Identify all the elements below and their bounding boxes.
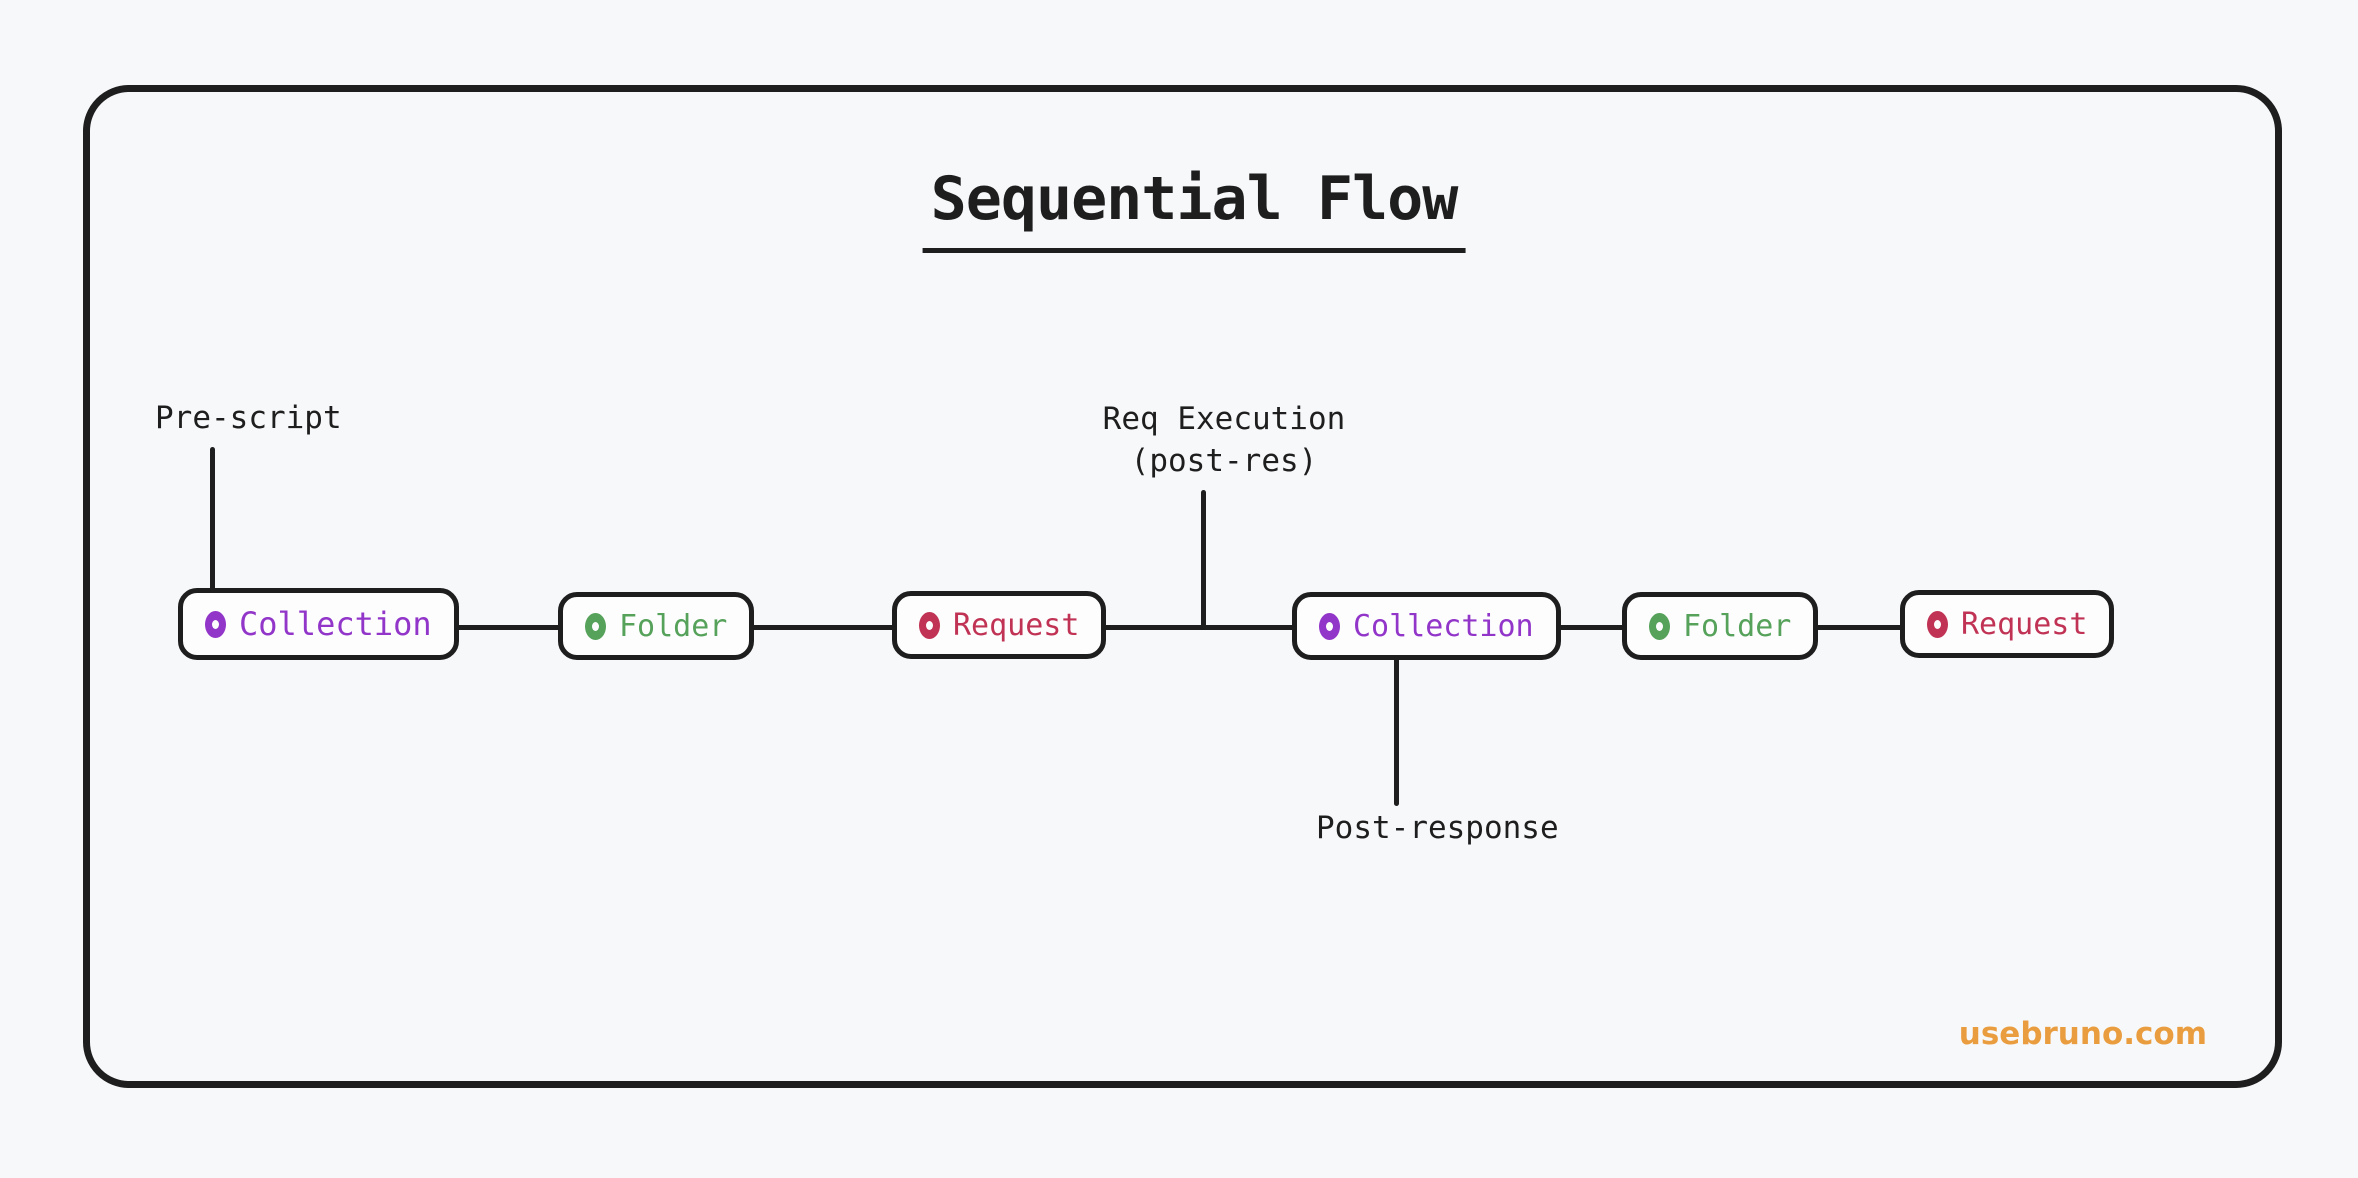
node-label: Folder [619,608,728,644]
post-response-connector-line [1394,650,1399,806]
node-label: Request [1961,606,2088,642]
donut-icon [585,612,606,640]
donut-icon-hole [1934,619,1941,629]
req-execution-label: Req Execution (post-res) [1064,398,1384,482]
node-label: Folder [1683,608,1792,644]
diagram-title: Sequential Flow [922,164,1466,253]
donut-icon-hole [212,619,219,629]
node-collection-1: Collection [178,588,459,660]
req-execution-label-line1: Req Execution [1102,401,1346,437]
donut-icon-hole [1656,621,1663,631]
donut-icon [1319,612,1340,640]
usebruno-watermark: usebruno.com [1958,1016,2207,1052]
node-label: Collection [239,605,432,643]
donut-icon-hole [1326,621,1333,631]
donut-icon [205,610,226,638]
donut-icon-hole [592,621,599,631]
pre-script-connector-line [210,447,215,597]
donut-icon [1649,612,1670,640]
node-folder-2: Folder [1622,592,1819,660]
node-label: Request [953,607,1080,643]
node-request-1: Request [892,591,1107,659]
donut-icon [1927,610,1948,638]
donut-icon-hole [926,620,933,630]
node-label: Collection [1353,608,1534,644]
post-response-label: Post-response [1316,810,1559,846]
donut-icon [919,611,940,639]
canvas-frame [83,85,2282,1088]
node-collection-2: Collection [1292,592,1561,660]
pre-script-label: Pre-script [155,400,342,436]
main-connector-line [300,625,2000,630]
node-folder-1: Folder [558,592,755,660]
node-request-2: Request [1900,590,2115,658]
req-execution-label-line2: (post-res) [1130,443,1318,479]
req-execution-connector-line [1201,490,1206,630]
